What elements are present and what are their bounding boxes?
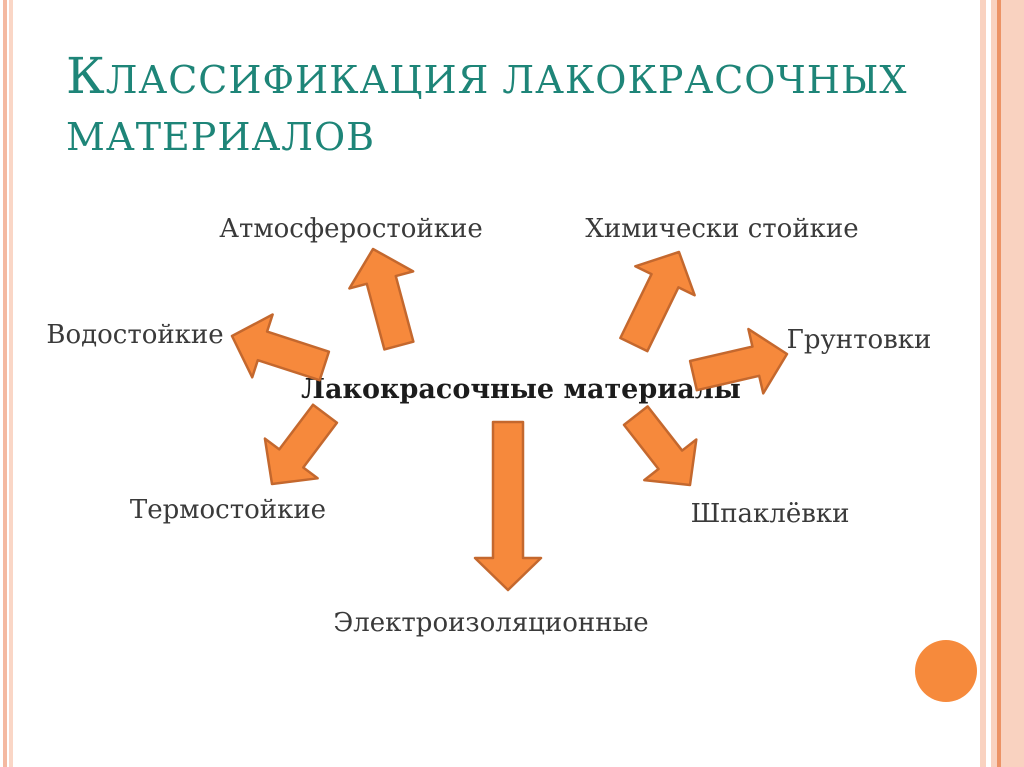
diagram-center-label: Лакокрасочные материалы xyxy=(301,374,741,405)
right-edge-band xyxy=(1000,0,1024,767)
arrow-up-right-chemical-icon xyxy=(619,250,696,353)
arrow-up-atmospheric-icon xyxy=(348,247,415,351)
slide-title-line2: материалов xyxy=(66,115,376,159)
right-edge-stripe-inner xyxy=(990,0,997,767)
category-label-putty: Шпаклёвки xyxy=(690,499,850,529)
category-label-water: Водостойкие xyxy=(46,320,224,350)
category-label-atmospheric: Атмосферостойкие xyxy=(219,214,483,244)
corner-circle-decoration xyxy=(915,640,977,702)
arrow-down-left-thermo-icon xyxy=(263,403,339,486)
left-edge-stripe-outer xyxy=(3,0,7,767)
category-label-primer: Грунтовки xyxy=(786,325,932,355)
slide-title: Классификация лакокрасочных материалов xyxy=(66,48,907,166)
slide-title-line1: Классификация лакокрасочных xyxy=(66,47,908,105)
category-label-electrical: Электроизоляционные xyxy=(333,608,649,638)
category-label-thermo: Термостойкие xyxy=(129,495,327,525)
right-edge-stripe-outer xyxy=(980,0,986,767)
right-edge-accent-line xyxy=(997,0,1001,767)
left-edge-stripe-inner xyxy=(9,0,13,767)
category-label-chemical: Химически стойкие xyxy=(585,214,859,244)
arrow-down-right-putty-icon xyxy=(622,405,698,487)
arrow-down-electrical-icon xyxy=(473,420,543,592)
